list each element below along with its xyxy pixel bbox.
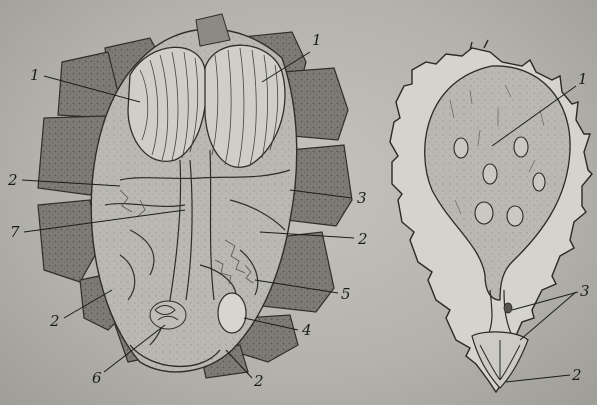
label-3-capsule: 3: [580, 282, 590, 300]
label-7-left: 7: [10, 223, 20, 241]
plate-low-left: [38, 200, 98, 282]
label-4-right: 4: [301, 321, 312, 339]
small-node: [504, 303, 512, 313]
cell: [454, 138, 468, 158]
label-1-capsule: 1: [578, 70, 588, 88]
cell: [483, 164, 497, 184]
cell: [533, 173, 545, 191]
label-2-capsule: 2: [571, 366, 582, 384]
oval-gland: [218, 293, 246, 333]
label-2-bottom: 2: [253, 372, 264, 390]
label-6-bottom: 6: [92, 369, 102, 387]
coiled-structure: [150, 301, 186, 329]
cell: [475, 202, 493, 224]
label-2-lower-left: 2: [49, 312, 60, 330]
label-2-left: 2: [7, 171, 18, 189]
label-3-right: 3: [357, 189, 367, 207]
right-capsule: [390, 40, 592, 392]
label-5-right: 5: [341, 285, 351, 303]
label-1-upper-right: 1: [312, 31, 322, 49]
label-2-right: 2: [357, 230, 368, 248]
head-stub: [196, 14, 230, 46]
cell: [514, 137, 528, 157]
label-1-upper-left: 1: [30, 66, 40, 84]
cell: [507, 206, 523, 226]
